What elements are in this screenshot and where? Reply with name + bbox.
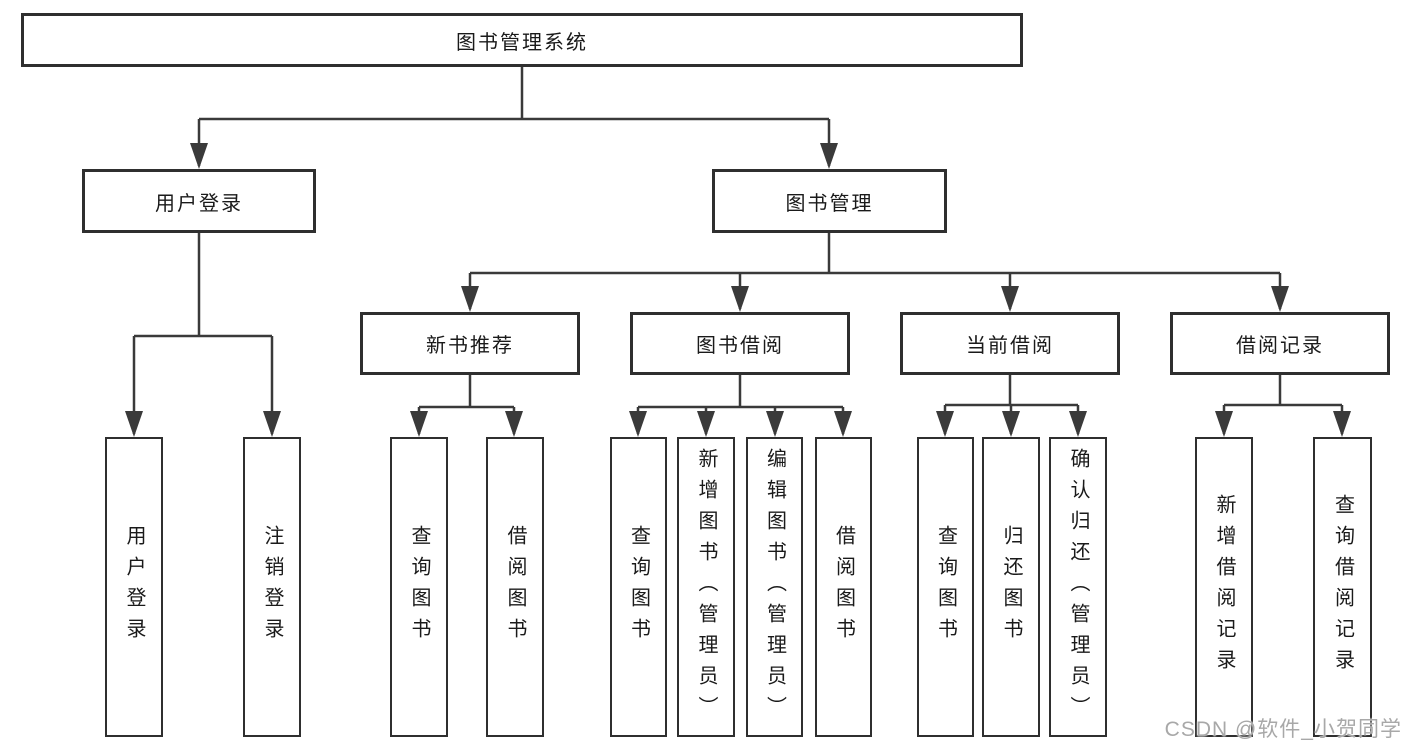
node-borrowing-records-label: 借阅记录 <box>1236 335 1324 357</box>
leaf-query-books-current-label: 查询图书 <box>934 525 957 649</box>
node-current-borrowing-label: 当前借阅 <box>966 335 1054 357</box>
node-borrowing-records: 借阅记录 <box>1170 312 1390 375</box>
leaf-add-borrow-record-label: 新增借阅记录 <box>1213 494 1235 680</box>
node-root-label: 图书管理系统 <box>456 31 588 54</box>
connector-user-login-split <box>132 233 274 434</box>
node-new-book-recommendation: 新书推荐 <box>360 312 580 375</box>
arrow-down-icon <box>731 286 749 312</box>
leaf-borrow-books-recommendation: 借阅图书 <box>486 437 544 737</box>
arrow-down-icon <box>697 411 715 437</box>
node-book-management: 图书管理 <box>712 169 947 233</box>
node-book-management-label: 图书管理 <box>785 192 874 215</box>
node-book-borrowing-label: 图书借阅 <box>696 335 784 357</box>
leaf-return-books-label: 归还图书 <box>1000 525 1022 649</box>
node-current-borrowing: 当前借阅 <box>900 312 1120 375</box>
leaf-return-books: 归还图书 <box>982 437 1040 737</box>
arrow-down-icon <box>629 411 647 437</box>
arrow-down-icon <box>461 286 479 312</box>
arrow-down-icon <box>190 143 208 169</box>
leaf-user-login: 用户登录 <box>105 437 163 737</box>
leaf-confirm-return-admin: 确认归还（管理员） <box>1049 437 1107 737</box>
node-user-login-label: 用户登录 <box>155 192 243 215</box>
node-new-book-recommendation-label: 新书推荐 <box>426 335 514 357</box>
node-user-login: 用户登录 <box>82 169 316 233</box>
leaf-query-books-borrowing-label: 查询图书 <box>627 525 650 649</box>
leaf-edit-books-admin: 编辑图书（管理员） <box>746 437 803 737</box>
leaf-add-books-admin-label: 新增图书（管理员） <box>695 447 717 727</box>
arrow-down-icon <box>936 411 954 437</box>
arrow-down-icon <box>125 411 143 437</box>
leaf-edit-books-admin-label: 编辑图书（管理员） <box>763 447 786 727</box>
connector-borrowing-records-split <box>1222 375 1344 434</box>
connector-book-management-split <box>468 233 1282 309</box>
arrow-down-icon <box>766 411 784 437</box>
leaf-add-books-admin: 新增图书（管理员） <box>677 437 735 737</box>
leaf-query-books-borrowing: 查询图书 <box>610 437 667 737</box>
connector-root-split <box>197 67 831 166</box>
arrow-down-icon <box>1001 286 1019 312</box>
arrow-down-icon <box>834 411 852 437</box>
connector-book-borrowing-split <box>636 375 845 434</box>
node-book-borrowing: 图书借阅 <box>630 312 850 375</box>
arrow-down-icon <box>1069 411 1087 437</box>
leaf-query-books-recommendation-label: 查询图书 <box>408 525 430 649</box>
leaf-borrow-books-recommendation-label: 借阅图书 <box>504 525 526 649</box>
leaf-logout: 注销登录 <box>243 437 301 737</box>
watermark: CSDN @软件_小贺同学 <box>1164 718 1402 741</box>
leaf-logout-label: 注销登录 <box>261 525 283 649</box>
leaf-borrow-books: 借阅图书 <box>815 437 872 737</box>
leaf-query-borrow-record: 查询借阅记录 <box>1313 437 1372 737</box>
arrow-down-icon <box>410 411 428 437</box>
leaf-query-books-recommendation: 查询图书 <box>390 437 448 737</box>
arrow-down-icon <box>1002 411 1020 437</box>
arrow-down-icon <box>1271 286 1289 312</box>
leaf-borrow-books-label: 借阅图书 <box>832 525 855 649</box>
leaf-query-books-current: 查询图书 <box>917 437 974 737</box>
leaf-add-borrow-record: 新增借阅记录 <box>1195 437 1253 737</box>
arrow-down-icon <box>1215 411 1233 437</box>
leaf-confirm-return-admin-label: 确认归还（管理员） <box>1067 447 1089 727</box>
arrow-down-icon <box>263 411 281 437</box>
arrow-down-icon <box>505 411 523 437</box>
arrow-down-icon <box>820 143 838 169</box>
leaf-query-borrow-record-label: 查询借阅记录 <box>1331 494 1354 680</box>
leaf-user-login-label: 用户登录 <box>123 525 145 649</box>
connector-new-book-split <box>417 375 516 434</box>
arrow-down-icon <box>1333 411 1351 437</box>
node-root: 图书管理系统 <box>21 13 1023 67</box>
